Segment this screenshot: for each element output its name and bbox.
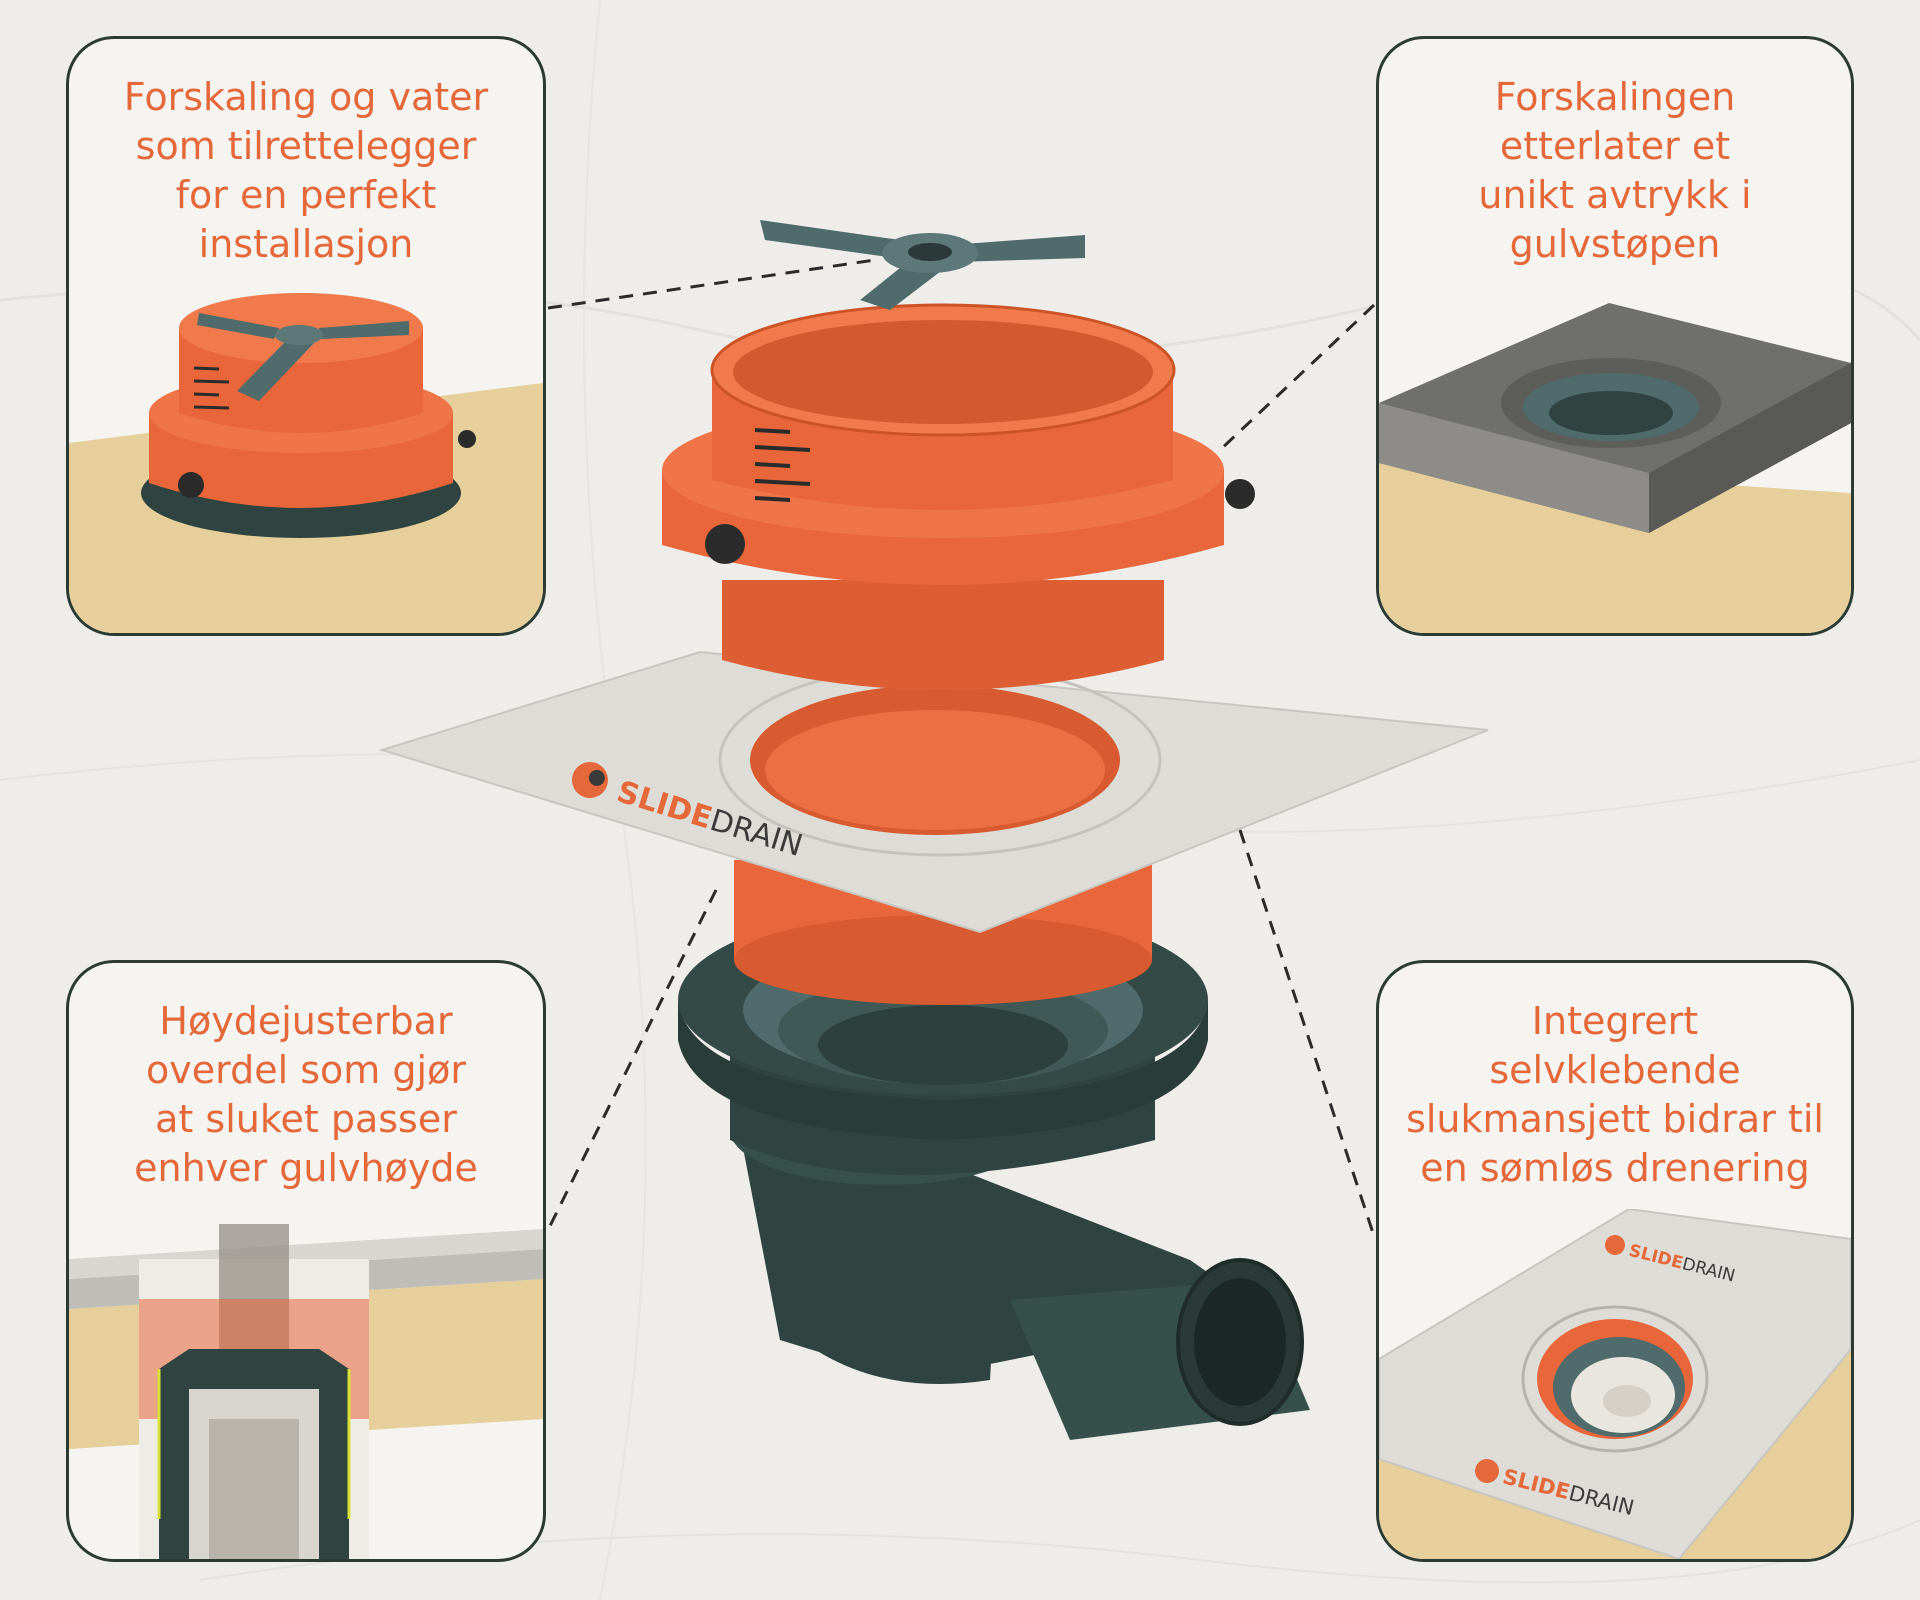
formwork-level-illustration — [69, 293, 543, 633]
formwork-imprint-illustration — [1379, 303, 1851, 633]
callout-formwork-level: Forskaling og vater som tilrettelegger f… — [66, 36, 546, 636]
connector-top-left — [547, 258, 876, 310]
connector-top-right — [1218, 303, 1376, 452]
callout-self-adhesive-collar: Integrert selvklebende slukmansjett bidr… — [1376, 960, 1854, 1562]
callout-height-adjustable: Høydejusterbar overdel som gjør at sluke… — [66, 960, 546, 1562]
adjustment-knob-right — [1225, 479, 1255, 509]
upper-orange-adapter — [662, 303, 1255, 690]
callout-formwork-imprint-text: Forskalingen etterlater et unikt avtrykk… — [1478, 75, 1752, 266]
membrane-sheet: SLIDEDRAIN — [378, 650, 1489, 934]
connector-bottom-left — [546, 889, 718, 1231]
callout-formwork-imprint: Forskalingen etterlater et unikt avtrykk… — [1376, 36, 1854, 636]
level-tripod — [760, 220, 1085, 310]
callout-height-adjustable-text: Høydejusterbar overdel som gjør at sluke… — [134, 999, 478, 1190]
callout-formwork-level-text: Forskaling og vater som tilrettelegger f… — [123, 75, 489, 266]
slidedrain-swirl-logo-icon — [1605, 1235, 1625, 1255]
adjustment-knob-left — [705, 524, 745, 564]
callout-self-adhesive-collar-text: Integrert selvklebende slukmansjett bidr… — [1406, 999, 1824, 1190]
height-adjustable-cutaway-illustration — [69, 1224, 543, 1559]
self-adhesive-collar-illustration: SLIDEDRAIN SLIDEDRAIN — [1379, 1209, 1851, 1559]
slidedrain-swirl-logo-icon — [1475, 1459, 1499, 1483]
